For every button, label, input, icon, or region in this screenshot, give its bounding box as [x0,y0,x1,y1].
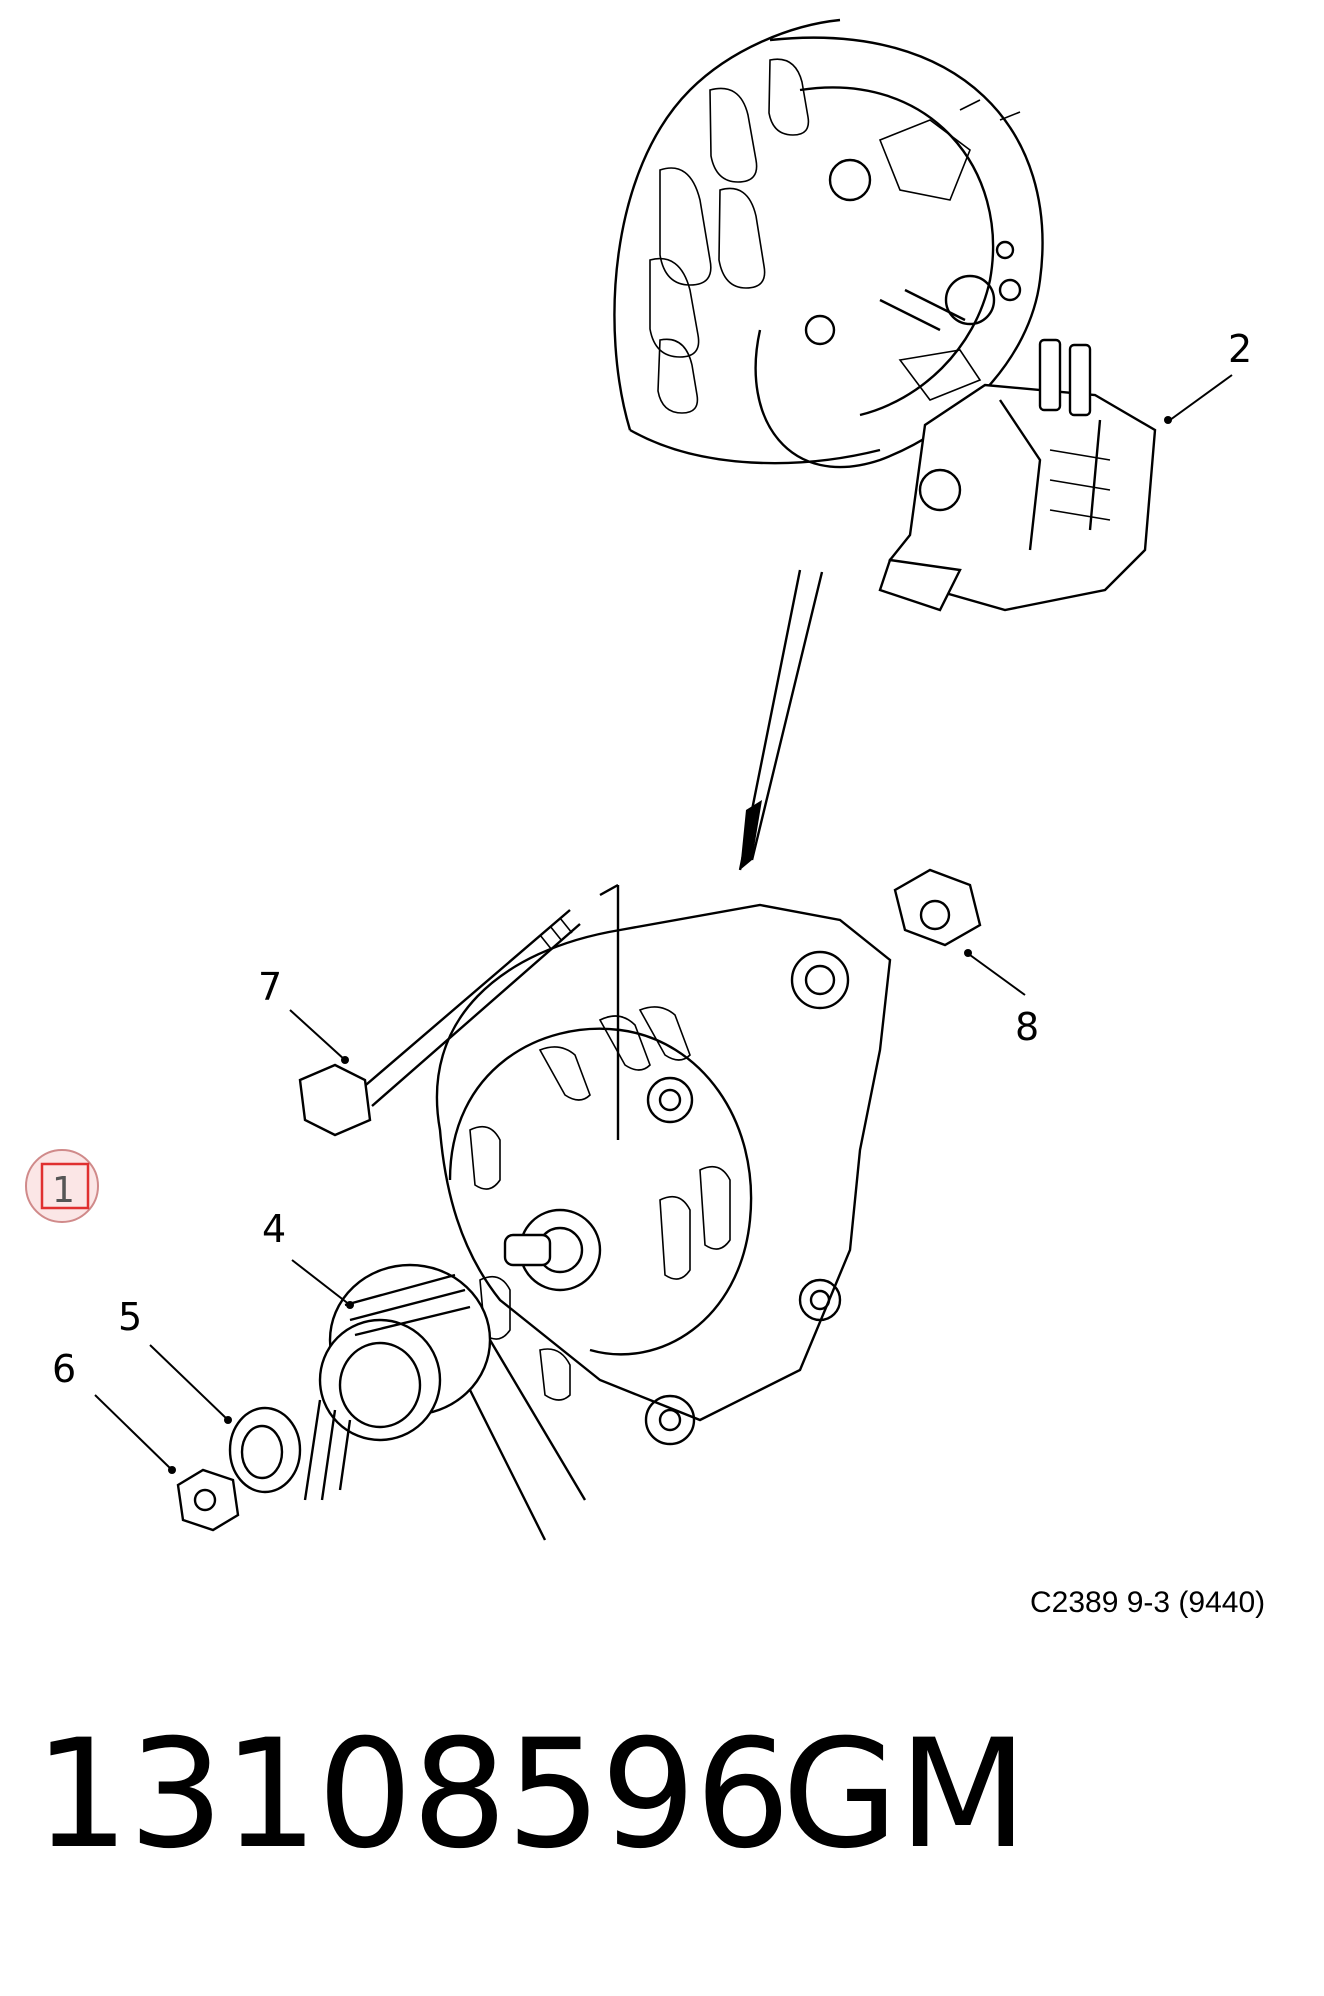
callout-label-8: 8 [1015,1005,1039,1049]
drawing-reference: C2389 9-3 (9440) [1030,1586,1265,1619]
highlighted-callout-1[interactable]: 1 [25,1149,99,1223]
callout-label-1: 1 [52,1170,75,1211]
callout-label-6: 6 [52,1347,76,1391]
part-number: 13108596 [34,1708,790,1882]
manufacturer-name: GM [782,1708,1028,1882]
voltage-regulator-illustration [878,338,1157,612]
pulley-illustration [303,1263,587,1541]
callout-label-7: 7 [258,965,282,1009]
bolt-illustration [298,909,581,1137]
callout-label-5: 5 [118,1295,142,1339]
callout-label-2: 2 [1228,327,1252,371]
alternator-illustration [435,883,892,1446]
callout-leaders [94,374,1233,1471]
washer-illustration [228,1406,302,1494]
callout-dots [168,416,1172,1474]
small-nut-illustration [176,1468,240,1532]
alternator-rear-housing-illustration [613,18,1044,469]
nut-illustration [893,868,982,947]
exploded-parts-diagram: 2 4 5 6 7 8 1 C2389 9-3 (9440) [25,18,1265,1619]
callout-label-4: 4 [262,1207,286,1251]
assembly-arrow [738,569,824,871]
